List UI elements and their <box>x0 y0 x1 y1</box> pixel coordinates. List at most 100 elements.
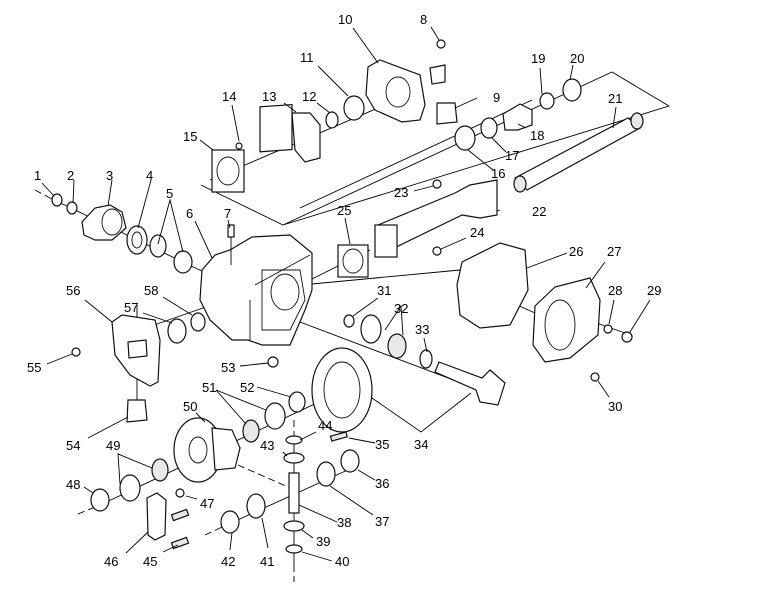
part-27-differential-cover <box>532 277 601 363</box>
callout-41: 41 <box>260 554 274 569</box>
part-34-ring-gear <box>311 347 373 433</box>
part-38-cross-pin <box>288 472 300 514</box>
part-5-cup <box>173 250 193 274</box>
callout-36: 36 <box>375 476 389 491</box>
callout-35: 35 <box>375 437 389 452</box>
part-5-bearing <box>149 234 167 258</box>
part-34-drive-pinion <box>434 361 506 406</box>
leader-9 <box>454 97 478 109</box>
callout-45: 45 <box>143 554 157 569</box>
leader-14 <box>231 104 240 142</box>
part-6-housing-detail <box>249 254 311 340</box>
callout-20: 20 <box>570 51 584 66</box>
callout-34: 34 <box>414 437 428 452</box>
part-35-spring <box>329 431 348 442</box>
part-23-bolt <box>432 179 442 189</box>
part-48-seal <box>90 488 110 512</box>
part-17-washer <box>480 117 498 139</box>
leader-15 <box>199 139 214 151</box>
callout-11: 11 <box>300 50 314 65</box>
callout-44: 44 <box>318 418 332 433</box>
callout-14: 14 <box>222 89 236 104</box>
part-31-seal <box>343 314 355 328</box>
callout-53: 53 <box>221 360 235 375</box>
callout-52: 52 <box>240 380 254 395</box>
leader-48 <box>83 486 94 494</box>
part-43-gear <box>283 452 305 464</box>
leader-7 <box>227 219 231 229</box>
axis-diff-dash <box>77 504 101 515</box>
axis-housing-cover <box>311 269 461 285</box>
leader-6 <box>194 220 213 259</box>
part-12-washer <box>325 111 339 129</box>
leader-45 <box>162 544 179 553</box>
callout-2: 2 <box>67 168 74 183</box>
part-33-shim <box>419 349 433 369</box>
leader-47 <box>185 495 198 500</box>
part-25-gasket-hole <box>342 248 364 274</box>
leader-37 <box>329 485 374 516</box>
part-50-case-body <box>211 427 241 471</box>
leader-43 <box>282 451 288 457</box>
leader-1 <box>41 182 55 197</box>
part-13-flange-plate <box>259 103 293 153</box>
leader-11 <box>317 65 349 97</box>
callout-labels: 1 2 3 4 5 6 7 8 9 10 11 12 13 14 15 16 1… <box>27 12 661 569</box>
part-29-fill-plug <box>621 331 633 343</box>
part-49-bearing <box>151 458 169 482</box>
part-56-bracket-bushing <box>127 339 148 359</box>
part-39-gear <box>283 520 305 532</box>
callout-50: 50 <box>183 399 197 414</box>
leader-40 <box>301 551 333 562</box>
part-22-tube-flange <box>374 224 398 258</box>
leader-3 <box>107 179 113 207</box>
part-40-washer <box>285 544 303 554</box>
part-37-side-gear <box>316 461 336 487</box>
part-14-nut <box>235 142 243 150</box>
callout-43: 43 <box>260 438 274 453</box>
leader-16 <box>467 149 494 171</box>
callout-18: 18 <box>530 128 544 143</box>
leader-35 <box>348 437 376 444</box>
parts <box>51 39 644 554</box>
callout-1: 1 <box>34 168 41 183</box>
leader-8 <box>430 26 440 41</box>
leader-51 <box>215 389 267 425</box>
callout-55: 55 <box>27 360 41 375</box>
part-28-washer <box>603 324 613 334</box>
leader-56 <box>84 299 113 323</box>
leader-13 <box>283 102 297 113</box>
leader-29 <box>629 299 651 333</box>
callout-32: 32 <box>394 301 408 316</box>
callout-46: 46 <box>104 554 118 569</box>
part-54-bushing <box>126 399 148 423</box>
leader-57 <box>142 312 173 324</box>
callout-25: 25 <box>337 203 351 218</box>
part-36-washer <box>340 449 360 473</box>
leader-33 <box>423 337 428 353</box>
part-41-side-gear <box>246 493 266 519</box>
axis-diff-to-pin <box>237 464 296 491</box>
leader-23 <box>413 185 434 192</box>
callout-49: 49 <box>106 438 120 453</box>
leader-28 <box>608 299 615 325</box>
callout-9: 9 <box>493 90 500 105</box>
leader-17 <box>491 137 507 153</box>
leader-38 <box>298 504 338 523</box>
leader-49 <box>117 453 153 485</box>
callout-5: 5 <box>166 186 173 201</box>
callout-58: 58 <box>144 283 158 298</box>
leader-34 <box>371 392 472 433</box>
leader-42 <box>229 532 233 551</box>
leader-44 <box>299 431 317 441</box>
leader-50 <box>195 412 206 423</box>
part-27-cover-bulge <box>544 299 576 351</box>
callout-42: 42 <box>221 554 235 569</box>
leader-19 <box>539 67 543 95</box>
leader-39 <box>301 529 314 539</box>
part-21-spline-start <box>513 175 527 193</box>
leader-5 <box>157 198 184 253</box>
callout-30: 30 <box>608 399 622 414</box>
callout-57: 57 <box>124 300 138 315</box>
